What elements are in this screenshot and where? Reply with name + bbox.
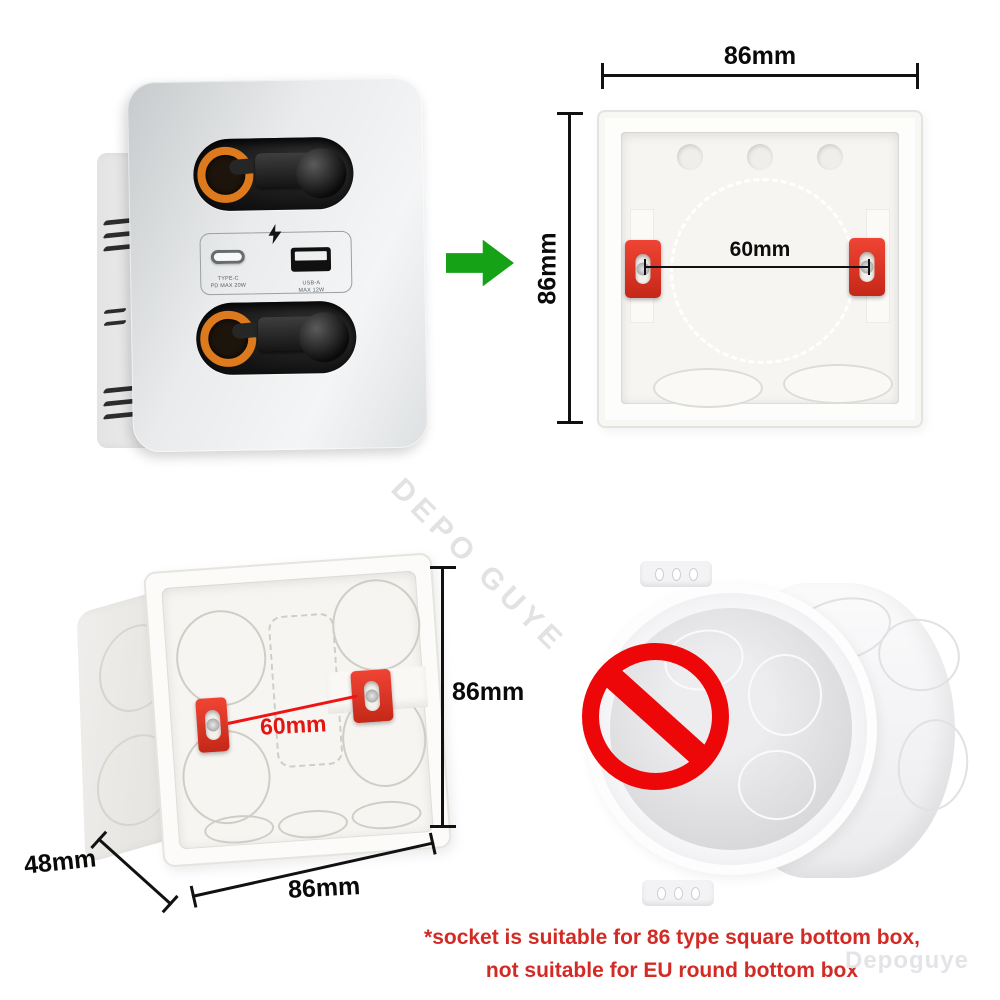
mounting-tab-bottom <box>642 880 714 906</box>
usb-a-label-line2: MAX 12W <box>298 286 325 294</box>
socket-faceplate: TYPE-C PD MAX 20W USB-A MAX 12W <box>126 77 429 453</box>
type-c-port-label: TYPE-C PD MAX 20W <box>201 274 256 289</box>
mounting-tab-top <box>640 561 712 587</box>
cable-pull-knob <box>295 147 347 199</box>
screw-mount-left <box>625 240 661 298</box>
height-dimension-label: 86mm <box>452 678 525 706</box>
usb-a-port-label: USB-A MAX 12W <box>284 279 339 294</box>
cable-reel-orange <box>199 310 257 368</box>
charging-ports-panel: TYPE-C PD MAX 20W USB-A MAX 12W <box>199 231 353 296</box>
screw-distance-label: 60mm <box>729 238 791 261</box>
watermark-corner: Depoguye <box>845 947 970 974</box>
cable-reel-orange <box>196 146 254 204</box>
knockout-circle <box>172 607 270 710</box>
knockout-hole <box>677 144 703 170</box>
height-dimension-label: 86mm <box>533 232 562 305</box>
round-mounting-box-photo <box>580 555 975 910</box>
usb-a-port <box>290 247 332 272</box>
dashed-circle-guide <box>670 178 856 364</box>
dimension-line-width <box>601 63 919 89</box>
knockout-oval <box>350 798 423 832</box>
knockout-hole <box>747 144 773 170</box>
retractable-cable-slot-top <box>192 136 355 212</box>
knockout-circle <box>738 750 816 820</box>
knockout-circle <box>748 654 822 736</box>
knockout-oval <box>277 807 349 841</box>
suitability-note-line1: *socket is suitable for 86 type square b… <box>424 926 920 949</box>
screw-distance-line <box>644 259 870 275</box>
right-arrow-icon <box>446 239 514 287</box>
screw-mount-left <box>195 696 230 754</box>
suitability-note: *socket is suitable for 86 type square b… <box>412 922 932 987</box>
retractable-cable-slot-bottom <box>195 300 357 376</box>
dimension-line-height <box>557 112 583 424</box>
width-dimension-label: 86mm <box>287 872 361 904</box>
screw-distance-label: 60mm <box>259 710 328 740</box>
usb-wall-socket-photo: TYPE-C PD MAX 20W USB-A MAX 12W <box>85 68 430 468</box>
knockout-oval <box>653 368 763 408</box>
cable-pull-knob <box>298 311 350 363</box>
usb-c-port <box>210 249 245 265</box>
square-mounting-box-front-view: 60mm <box>597 110 923 428</box>
knockout-oval <box>891 714 975 816</box>
knockout-circle <box>329 576 424 675</box>
no-entry-icon <box>582 643 729 790</box>
type-c-label-line2: PD MAX 20W <box>210 282 247 289</box>
suitability-note-line2: not suitable for EU round bottom box <box>485 958 859 982</box>
lightning-bolt-icon <box>268 224 281 244</box>
dimension-line-height <box>430 566 456 828</box>
screw-icon <box>636 262 650 276</box>
width-dimension-label: 86mm <box>723 42 797 70</box>
knockout-hole <box>817 144 843 170</box>
knockout-oval <box>783 364 893 404</box>
